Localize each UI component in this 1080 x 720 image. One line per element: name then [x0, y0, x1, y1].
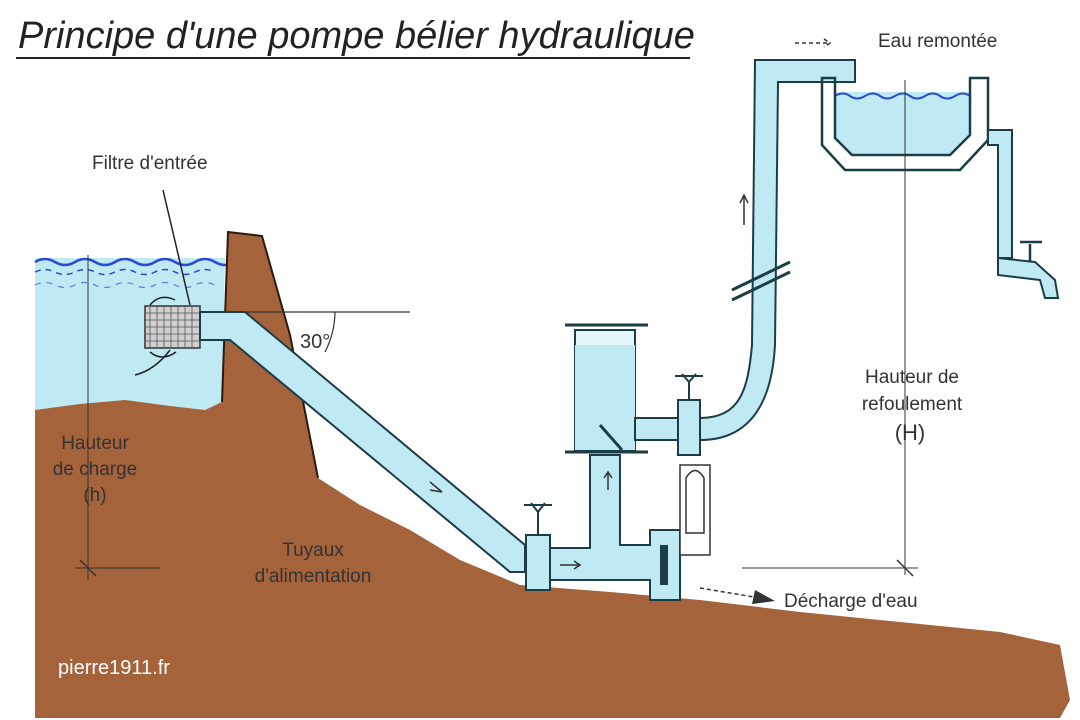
delivery-head-label-line-2: refoulement	[862, 394, 963, 415]
diagram-title: Principe d'une pompe bélier hydraulique	[18, 15, 695, 57]
intake-flow-arrow-1	[149, 296, 176, 306]
supply-pipe-label-line-2: d'alimentation	[255, 566, 372, 587]
pump-flow-arrow-right	[560, 560, 582, 570]
upper-tank-outline	[820, 76, 990, 172]
angle-arc	[324, 311, 336, 353]
filter-leader-line	[162, 189, 191, 306]
source-reservoir-water	[35, 258, 225, 412]
lifted-water-label: Eau remontée	[878, 31, 997, 52]
waste-valve-housing	[679, 464, 711, 556]
angle-label: 30°	[300, 331, 330, 353]
delivery-head-label-line-3: (H)	[895, 420, 926, 445]
delivery-valve-body	[677, 399, 701, 456]
credit-label: pierre1911.fr	[58, 657, 170, 679]
delivery-flow-arrow-up	[739, 193, 749, 225]
tap-handle	[1020, 240, 1042, 262]
water-discharge-label: Décharge d'eau	[784, 591, 918, 612]
ground	[35, 232, 1070, 718]
supply-head-label-line-3: (h)	[83, 485, 106, 506]
delivery-head-tick	[896, 559, 914, 577]
pump-flow-arrow-up	[603, 470, 613, 490]
supply-head-label-line-2: de charge	[53, 459, 138, 480]
intake-filter-mesh	[145, 306, 200, 348]
upper-tank-water	[835, 92, 970, 155]
air-chamber-water	[575, 345, 635, 450]
delivery-head-label-line-1: Hauteur de	[865, 367, 959, 388]
delivery-valve-handle	[675, 373, 703, 384]
drive-pipe-flow-arrow	[429, 481, 443, 493]
delivery-check-valve	[598, 424, 624, 451]
waste-valve	[660, 545, 668, 585]
reservoir-wave-dashed-1	[34, 268, 216, 276]
drive-pipe	[199, 311, 526, 573]
pipe-break-mark	[731, 260, 791, 302]
delivery-flow-arrow-right	[795, 38, 832, 48]
waste-valve-weight	[685, 469, 705, 534]
intake-flow-arrow-3	[134, 349, 171, 376]
reservoir-surface-wave	[34, 257, 236, 267]
inlet-valve-body	[525, 534, 551, 591]
inlet-filter-label: Filtre d'entrée	[92, 153, 208, 174]
supply-pipe-label-line-1: Tuyaux	[282, 540, 344, 561]
intake-flow-arrow-2	[149, 351, 177, 358]
discharge-arrow-head	[752, 590, 775, 604]
delivery-pipe	[699, 59, 856, 442]
inlet-valve-handle	[524, 502, 552, 514]
tap	[997, 256, 1060, 299]
tank-outlet-pipe	[987, 129, 1013, 259]
discharge-arrow-line	[699, 587, 761, 599]
supply-head-tick	[79, 559, 97, 577]
upper-tank-wave	[834, 92, 971, 100]
pump-body	[549, 454, 681, 601]
supply-head-label-line-1: Hauteur	[61, 433, 129, 454]
